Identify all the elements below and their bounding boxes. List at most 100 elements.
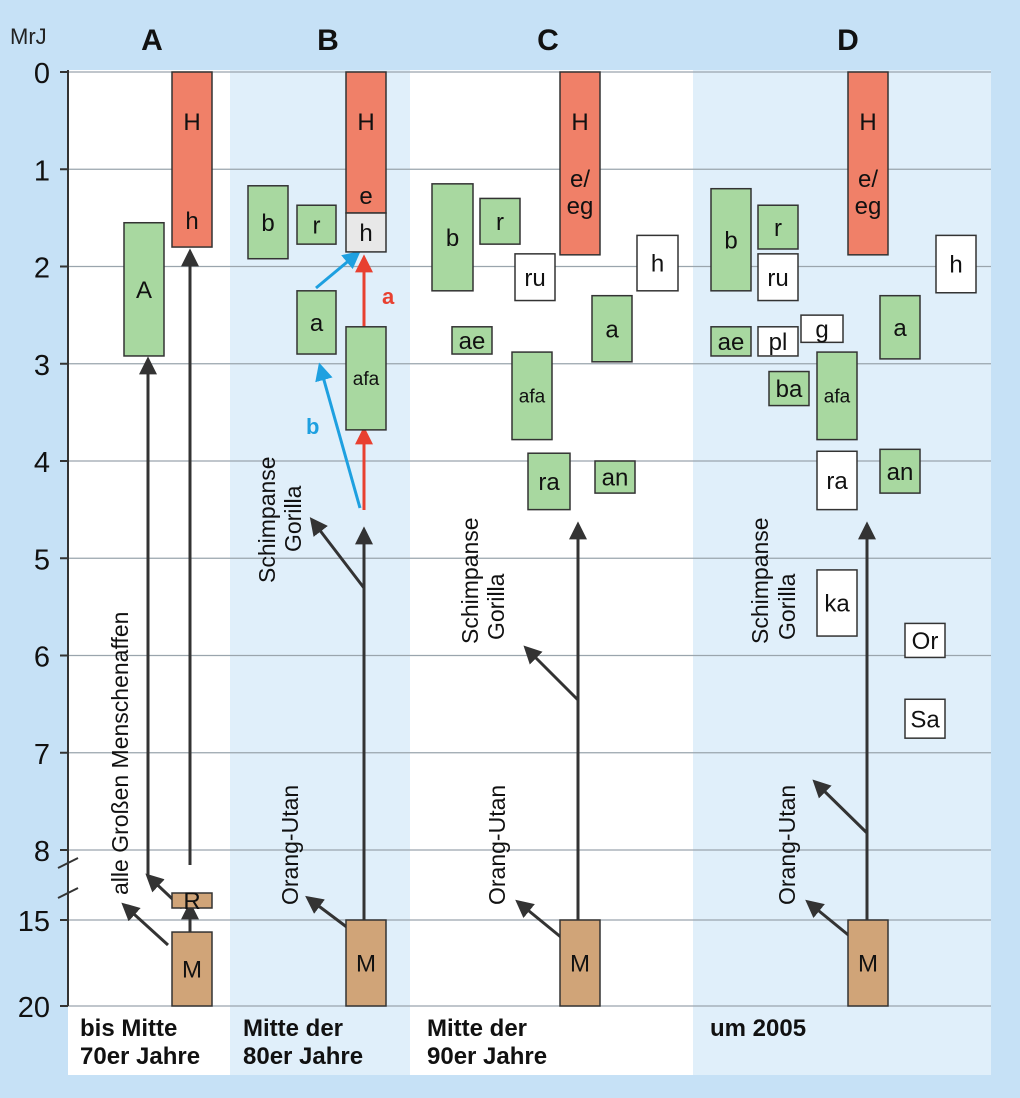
fossil-box-d-pl: pl bbox=[757, 326, 799, 357]
fossil-box-d-afa: afa bbox=[816, 351, 858, 441]
box-rect bbox=[296, 204, 337, 245]
fossil-box-d-m: M bbox=[847, 919, 889, 1007]
box-rect bbox=[559, 919, 601, 1007]
box-rect bbox=[345, 326, 387, 431]
label-orang-c: Orang-Utan bbox=[484, 785, 510, 905]
label-schimpanse-d: Schimpanse bbox=[747, 517, 773, 644]
box-label: ba bbox=[776, 376, 803, 403]
axis-unit-label: MrJ bbox=[10, 24, 47, 49]
box-rect bbox=[768, 370, 810, 407]
fossil-box-d-ru: ru bbox=[757, 253, 799, 302]
box-label: M bbox=[356, 951, 376, 978]
lineage-arrows bbox=[121, 248, 876, 947]
fossil-box-d-r: r bbox=[757, 204, 799, 250]
axis-tick-label: 20 bbox=[18, 992, 50, 1024]
arrow-c-chimp-gorilla bbox=[523, 645, 580, 702]
box-rect bbox=[904, 622, 946, 659]
box-rect bbox=[757, 326, 799, 357]
box-label: H bbox=[571, 109, 588, 136]
box-label: Sa bbox=[910, 706, 940, 733]
box-rect bbox=[171, 71, 213, 248]
caption-b-line2: 80er Jahre bbox=[243, 1043, 363, 1070]
fossil-box-c-an: an bbox=[594, 460, 636, 494]
box-label: H bbox=[357, 109, 374, 136]
box-rect bbox=[171, 892, 213, 909]
box-rect bbox=[816, 450, 858, 511]
label-orang-b: Orang-Utan bbox=[277, 785, 303, 905]
axis-tick-label: 0 bbox=[34, 58, 50, 90]
fossil-box-c-ra: ra bbox=[527, 452, 571, 511]
fossil-box-d-ka: ka bbox=[816, 569, 858, 637]
box-rect bbox=[296, 290, 337, 355]
box-label: ka bbox=[824, 591, 850, 618]
axis-tick-label: 3 bbox=[34, 350, 50, 382]
box-rect bbox=[800, 314, 844, 344]
box-label: h bbox=[949, 252, 962, 279]
fossil-box-d-h: He/eg bbox=[847, 71, 889, 256]
hypothesis-arrows-b bbox=[315, 250, 373, 510]
hypothesis-label-a: a bbox=[382, 284, 395, 309]
box-label: pl bbox=[769, 329, 788, 356]
arrow-b-chimp-gorilla bbox=[309, 517, 366, 589]
box-rect bbox=[757, 204, 799, 250]
box-label: ae bbox=[718, 329, 745, 356]
box-rect bbox=[345, 919, 387, 1007]
box-label: an bbox=[602, 465, 629, 492]
box-label: ru bbox=[767, 265, 788, 292]
box-rect bbox=[816, 569, 858, 637]
fossil-box-a-r: R bbox=[171, 888, 213, 915]
caption-a-line2: 70er Jahre bbox=[80, 1043, 200, 1070]
column-letter-d: D bbox=[837, 24, 859, 57]
caption-d-line1: um 2005 bbox=[710, 1015, 806, 1042]
box-label: a bbox=[310, 310, 324, 337]
box-label-secondary: e bbox=[359, 183, 372, 210]
axis-tick-label: 6 bbox=[34, 642, 50, 674]
box-label: afa bbox=[519, 387, 546, 408]
arrow-c-orang bbox=[515, 899, 563, 940]
fossil-box-c-m: M bbox=[559, 919, 601, 1007]
box-label: A bbox=[136, 277, 152, 304]
box-label: a bbox=[605, 316, 619, 343]
box-rect bbox=[431, 183, 474, 292]
box-label: an bbox=[887, 459, 914, 486]
axis-tick-label: 7 bbox=[34, 739, 50, 771]
fossil-box-c-afa: afa bbox=[511, 351, 553, 441]
column-letter-a: A bbox=[141, 24, 163, 57]
axis-tick-label: 4 bbox=[34, 447, 50, 479]
box-label: M bbox=[182, 957, 202, 984]
caption-b-line1: Mitte der bbox=[243, 1015, 343, 1042]
box-rect bbox=[247, 185, 289, 260]
box-label: ae bbox=[459, 328, 486, 355]
fossil-box-b-afa: afa bbox=[345, 326, 387, 431]
fossil-box-c-b: b bbox=[431, 183, 474, 292]
fossil-box-b-h: He bbox=[345, 71, 387, 214]
box-rect bbox=[123, 221, 165, 357]
arrow-d-orang bbox=[805, 899, 853, 940]
box-rect bbox=[816, 351, 858, 441]
box-rect bbox=[527, 452, 571, 511]
fossil-box-b-m: M bbox=[345, 919, 387, 1007]
fossil-box-b-b: b bbox=[247, 185, 289, 260]
box-label-tertiary: eg bbox=[855, 193, 882, 220]
box-rect bbox=[479, 197, 521, 245]
arrow-a-all-apes bbox=[121, 902, 170, 947]
label-schimpanse-c: Schimpanse bbox=[457, 517, 483, 644]
box-label: R bbox=[183, 888, 200, 915]
box-rect bbox=[514, 253, 556, 302]
box-label: H bbox=[183, 109, 200, 136]
box-rect bbox=[451, 326, 493, 355]
fossil-box-a-a: A bbox=[123, 221, 165, 357]
arrow-b-orang bbox=[305, 895, 349, 930]
axis-tick-label: 5 bbox=[34, 544, 50, 576]
box-label: ru bbox=[524, 265, 545, 292]
box-label: r bbox=[496, 209, 504, 236]
caption-c-line1: Mitte der bbox=[427, 1015, 527, 1042]
box-rect bbox=[904, 698, 946, 739]
box-label: M bbox=[858, 951, 878, 978]
box-rect bbox=[757, 253, 799, 302]
blue-arrow-lower bbox=[315, 362, 362, 509]
axis-tick-label: 15 bbox=[18, 906, 50, 938]
